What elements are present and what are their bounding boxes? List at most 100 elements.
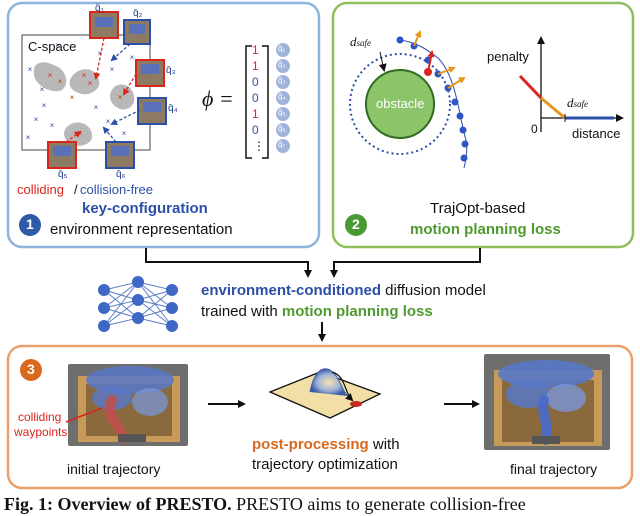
- neural-network-nodes: [98, 276, 178, 332]
- svg-text:×: ×: [48, 71, 53, 80]
- q-bubble-label: q̄₂: [278, 60, 286, 69]
- step-badge-3-label: 3: [27, 361, 35, 377]
- d-safe-symbol: d: [350, 34, 357, 49]
- svg-text:×: ×: [50, 121, 55, 130]
- initial-trajectory-label: initial trajectory: [67, 461, 161, 477]
- q5-label: q̄₅: [58, 169, 68, 180]
- cspace-obstacle: [69, 69, 100, 95]
- svg-text:×: ×: [118, 93, 123, 102]
- caption-fig: Fig. 1: Overview of PRESTO.: [4, 494, 232, 514]
- penalty-curve-margin: [540, 96, 566, 120]
- d-safe-marker: [378, 51, 387, 72]
- q-bubbles: [276, 43, 290, 153]
- vector-entry: ⋮: [253, 139, 265, 153]
- cspace-label: C-space: [28, 39, 77, 54]
- vector-entry: 1: [252, 59, 259, 73]
- legend-colliding: colliding: [17, 182, 64, 197]
- waypoints-label: waypoints: [14, 425, 68, 439]
- svg-text:×: ×: [130, 53, 135, 62]
- d-safe-axis-symbol: d: [567, 95, 574, 110]
- vector-entry: 1: [252, 107, 259, 121]
- final-trajectory-render: [484, 354, 610, 450]
- step-badge-2-label: 2: [352, 216, 360, 232]
- q3-label: q̄₃: [166, 65, 176, 76]
- arrow-colliding: [93, 37, 105, 80]
- svg-text:×: ×: [106, 117, 111, 126]
- svg-text:×: ×: [58, 77, 63, 86]
- svg-text:×: ×: [26, 133, 31, 142]
- svg-text:×: ×: [98, 49, 103, 58]
- model-line2-bold: motion planning loss: [281, 303, 433, 320]
- colliding-waypoints-pointer: [65, 407, 103, 423]
- vector-entry: 1: [252, 43, 259, 57]
- q1-label: q̄₁: [95, 3, 104, 14]
- arrow-collision-free: [110, 43, 131, 62]
- q-bubble-label: q̄₁: [278, 44, 286, 53]
- distance-label: distance: [572, 126, 621, 141]
- penalty-label: penalty: [487, 49, 529, 64]
- gradient-arrow: [413, 30, 422, 47]
- d-safe-axis-label: dsafe: [567, 96, 588, 109]
- vector-bracket-left: [245, 45, 252, 159]
- legend-collision-free: collision-free: [80, 182, 153, 197]
- merge-arrow-left: [145, 248, 312, 278]
- step-badge-1: [19, 214, 41, 236]
- q-bubble-label: q̄₃: [278, 76, 286, 85]
- gradient-arrow: [437, 66, 456, 75]
- svg-text:×: ×: [42, 101, 47, 110]
- svg-text:×: ×: [56, 41, 61, 50]
- vector-bracket-right: [262, 45, 269, 159]
- post-processing-line2: trajectory optimization: [252, 456, 398, 473]
- post-processing-rest: with: [368, 436, 400, 453]
- arrow-collision-free: [102, 126, 117, 143]
- vector-entry: 0: [252, 123, 259, 137]
- q6-label: q̄₆: [116, 169, 126, 180]
- model-line2-start: trained with: [201, 303, 282, 320]
- q4-label: q̄₄: [168, 103, 178, 114]
- vector-entry: 0: [252, 91, 259, 105]
- step-badge-2: [345, 214, 367, 236]
- svg-text:×: ×: [82, 71, 87, 80]
- d-safe-label: dsafe: [350, 35, 371, 48]
- key-config-thumbnail: [137, 97, 167, 125]
- post-processing-bold: post-processing: [252, 436, 369, 453]
- key-config-thumbnail: [105, 141, 135, 169]
- penalty-curve-collision: [518, 74, 543, 100]
- model-line1-rest: diffusion model: [381, 282, 486, 299]
- colliding-label: colliding: [18, 410, 62, 424]
- panel2-line1: TrajOpt-based: [430, 200, 526, 217]
- key-config-thumbnail: [47, 141, 77, 169]
- obstacle-circle: [365, 69, 435, 139]
- figure-caption: Fig. 1: Overview of PRESTO. PRESTO aims …: [4, 495, 640, 513]
- svg-text:×: ×: [40, 85, 45, 94]
- gradient-arrow: [447, 76, 466, 89]
- optimization-landscape-icon: [268, 368, 382, 419]
- model-line2: trained with motion planning loss: [201, 304, 433, 319]
- initial-trajectory-render: [68, 364, 188, 446]
- svg-text:×: ×: [70, 93, 75, 102]
- vector-entry: 0: [252, 75, 259, 89]
- model-line1: environment-conditioned diffusion model: [201, 283, 486, 298]
- arrow-collision-free: [110, 109, 141, 125]
- key-config-thumbnail: [89, 11, 119, 39]
- key-config-thumbnail: [135, 59, 165, 87]
- d-safe-subscript: safe: [356, 38, 372, 48]
- step-badge-1-label: 1: [26, 216, 34, 232]
- svg-text:×: ×: [34, 115, 39, 124]
- q-bubble-label: q̄₆: [278, 124, 286, 133]
- panel1-title: key-configuration: [82, 200, 208, 217]
- final-trajectory-label: final trajectory: [510, 461, 598, 477]
- key-config-thumbnail: [123, 19, 151, 45]
- svg-text:×: ×: [110, 65, 115, 74]
- caption-rest: PRESTO aims to generate collision-free: [231, 494, 526, 514]
- svg-text:×: ×: [122, 129, 127, 138]
- q-bubble-label: q̄₅: [278, 108, 286, 117]
- arrow-colliding: [122, 73, 137, 96]
- cspace-obstacle: [33, 62, 67, 92]
- step-badge-3: [20, 359, 42, 381]
- model-line1-bold: environment-conditioned: [201, 282, 381, 299]
- merge-arrow-right: [330, 248, 481, 278]
- post-processing-line1: post-processing with: [252, 437, 400, 452]
- arrow-colliding: [65, 130, 82, 143]
